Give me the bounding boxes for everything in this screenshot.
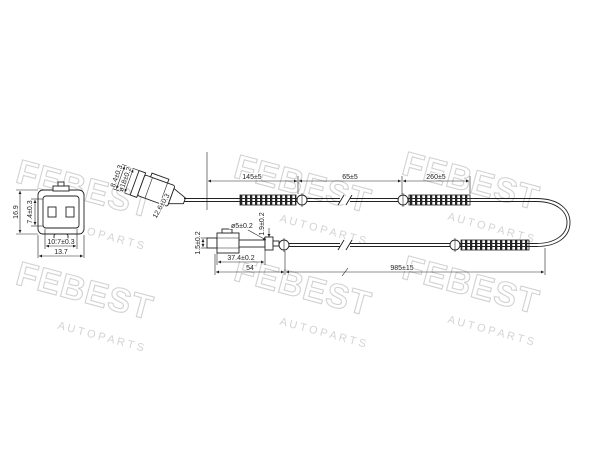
cable-lower [289, 238, 537, 252]
sensor-tip [206, 237, 218, 249]
dim-sensor-tip: 1.5±0.2 [195, 231, 202, 254]
connector-key-tab [53, 233, 69, 241]
dim-sensor-length: 54 [246, 265, 254, 272]
corrugated-sleeve [460, 239, 530, 251]
watermark-tagline: A U T O P A R T S [446, 314, 535, 349]
dimension-break-mark [341, 267, 349, 277]
leader-line [247, 229, 267, 241]
cable-break-mark [337, 194, 353, 206]
dimension-line [116, 166, 126, 190]
dim-cable-diameter: ø5±0.2 [231, 223, 253, 230]
watermark-tagline: A U T O P A R T S [278, 316, 367, 351]
connector-front-view [37, 181, 85, 241]
cable-break-gap [340, 241, 350, 249]
connector-pin-right [65, 206, 75, 218]
dim-connector-inner-height: 7.4±0.3 [27, 200, 34, 223]
dim-total-length: 985±15 [390, 265, 413, 272]
connector-latch [52, 185, 70, 192]
sensor-grommet [272, 240, 280, 247]
extension-line [122, 164, 140, 171]
cable-break-gap [340, 196, 350, 204]
dim-cable-segment-1: 145±5 [242, 174, 262, 181]
watermark-brand: FEBEST [230, 148, 375, 221]
sensor-body [216, 232, 240, 254]
sensor-head [206, 228, 290, 254]
connector-socket [42, 195, 80, 229]
cable-upper [184, 193, 537, 207]
connector-side-view: ø18±0.2 8.4±0.3 [109, 163, 186, 207]
watermark-brand: FEBEST [398, 145, 543, 218]
connector-pin-left [47, 206, 57, 218]
dim-sensor-body: 37.4±0.2 [227, 255, 254, 262]
cable-loop-outer [535, 198, 571, 247]
extension-line [113, 188, 131, 196]
dim-connector-inner-width: 10.7±0.3 [47, 239, 74, 246]
cable-loop [535, 198, 571, 247]
watermark-tagline: A U T O P A R T S [278, 213, 367, 248]
watermark-brand: FEBEST [398, 249, 543, 322]
watermark-tagline: A U T O P A R T S [56, 320, 145, 355]
connector-front-dimensions: 16.9 7.4±0.3 10.7±0.3 13.7 [12, 189, 85, 258]
sensor-neck [238, 239, 266, 248]
cable-loop-inner [535, 201, 568, 244]
watermark-brand: FEBEST [12, 255, 157, 328]
sensor-dimensions: ø5±0.2 1.9±0.2 1.5±0.2 37.4±0.2 54 985±1… [194, 211, 546, 277]
cable-break-mark [337, 239, 353, 251]
connector-strain-relief [167, 187, 186, 205]
dim-cable-segment-3: 260±5 [426, 174, 446, 181]
connector-side-groove [159, 182, 168, 204]
sensor-mount-tab [221, 228, 233, 234]
dim-connector-width: 13.7 [54, 249, 68, 256]
connector-side-groove [144, 177, 153, 199]
connector-latch-tip [57, 181, 65, 187]
dim-sensor-collar: 1.9±0.2 [259, 212, 266, 235]
dim-connector-height: 16.9 [13, 205, 20, 219]
cable-dimensions: 145±5 65±5 260±5 [206, 152, 471, 210]
corrugated-sleeve [408, 194, 471, 206]
dim-cable-segment-2: 65±5 [342, 174, 358, 181]
sensor-collar [264, 236, 274, 251]
dimension-line [124, 169, 134, 193]
connector-side-latch [150, 172, 170, 184]
corrugated-sleeve [239, 194, 297, 206]
